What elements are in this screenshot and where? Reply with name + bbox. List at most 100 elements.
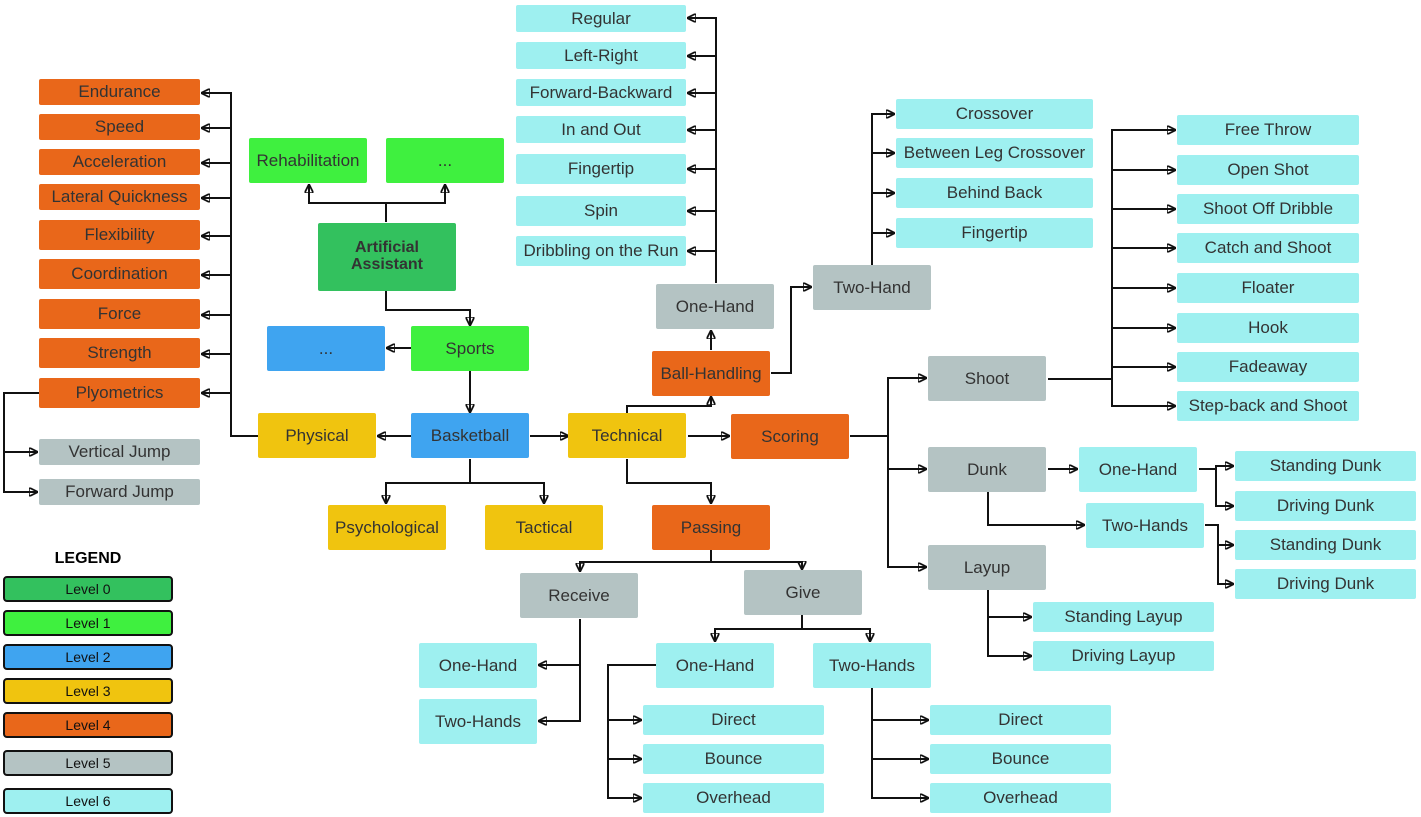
node-catch-and-shoot: Catch and Shoot — [1177, 233, 1359, 263]
edge — [3, 452, 37, 492]
node-two-hands-give: Two-Hands — [813, 643, 931, 688]
legend-level-3: Level 3 — [3, 678, 173, 704]
node-direct-one-hand: Direct — [643, 705, 824, 735]
node-hook: Hook — [1177, 313, 1359, 343]
node-vertical-jump: Vertical Jump — [39, 439, 200, 465]
node-one-hand-ball-handling: One-Hand — [656, 284, 774, 329]
node-layup: Layup — [928, 545, 1046, 590]
node-receive: Receive — [520, 573, 638, 618]
node-fadeaway: Fadeaway — [1177, 352, 1359, 382]
edge — [1215, 466, 1233, 506]
edge — [1111, 379, 1175, 406]
node-lateral-quickness: Lateral Quickness — [39, 184, 200, 210]
node-forward-backward: Forward-Backward — [516, 79, 686, 106]
edge — [802, 628, 870, 641]
node-flexibility: Flexibility — [39, 220, 200, 250]
node-standing-dunk-one-hand: Standing Dunk — [1235, 451, 1416, 481]
node-driving-layup: Driving Layup — [1033, 641, 1214, 671]
node-artificial-assistant: Artificial Assistant — [318, 223, 456, 291]
edge — [386, 459, 471, 503]
edge — [771, 287, 811, 374]
node-free-throw: Free Throw — [1177, 115, 1359, 145]
edge — [987, 590, 1031, 617]
edge — [887, 436, 926, 469]
node-ball-handling: Ball-Handling — [652, 351, 770, 396]
node-floater: Floater — [1177, 273, 1359, 303]
node-give: Give — [744, 570, 862, 615]
edge — [626, 397, 711, 413]
node-tactical: Tactical — [485, 505, 603, 550]
node-standing-layup: Standing Layup — [1033, 602, 1214, 632]
node-shoot: Shoot — [928, 356, 1046, 401]
node-driving-dunk-one-hand: Driving Dunk — [1235, 491, 1416, 521]
edge — [715, 615, 803, 641]
edge — [711, 562, 802, 569]
node-two-hand-ball-handling: Two-Hand — [813, 265, 931, 310]
edge — [470, 482, 544, 503]
node-between-leg-crossover: Between Leg Crossover — [896, 138, 1093, 168]
edge — [539, 665, 581, 721]
legend-level-4: Level 4 — [3, 712, 173, 738]
node-dunk: Dunk — [928, 447, 1046, 492]
edge — [871, 720, 928, 759]
node-overhead-two-hands: Overhead — [930, 783, 1111, 813]
node-two-hands-receive: Two-Hands — [419, 699, 537, 744]
edge — [987, 617, 1031, 656]
node-one-hand-receive: One-Hand — [419, 643, 537, 688]
edge — [385, 291, 470, 325]
node-one-hand-give: One-Hand — [656, 643, 774, 688]
legend-title: LEGEND — [54, 550, 122, 567]
node-regular: Regular — [516, 5, 686, 32]
node-behind-back: Behind Back — [896, 178, 1093, 208]
node-left-right: Left-Right — [516, 42, 686, 69]
edge — [539, 619, 581, 665]
node-bounce-two-hands: Bounce — [930, 744, 1111, 774]
node-rehabilitation: Rehabilitation — [249, 138, 367, 183]
node-psychological: Psychological — [328, 505, 446, 550]
node-passing: Passing — [652, 505, 770, 550]
node-fingertip-one-hand: Fingertip — [516, 154, 686, 184]
node-direct-two-hands: Direct — [930, 705, 1111, 735]
node-two-hands-dunk: Two-Hands — [1086, 503, 1204, 548]
edge — [309, 185, 387, 222]
node-driving-dunk-two-hands: Driving Dunk — [1235, 569, 1416, 599]
edge — [3, 392, 39, 452]
node-coordination: Coordination — [39, 259, 200, 289]
edge — [580, 550, 712, 571]
node-overhead-one-hand: Overhead — [643, 783, 824, 813]
edge — [626, 459, 711, 503]
edge — [1205, 524, 1233, 545]
node-standing-dunk-two-hands: Standing Dunk — [1235, 530, 1416, 560]
node-physical: Physical — [258, 413, 376, 458]
node-strength: Strength — [39, 338, 200, 368]
edge — [607, 720, 641, 759]
node-open-shot: Open Shot — [1177, 155, 1359, 185]
node-forward-jump: Forward Jump — [39, 479, 200, 505]
legend-level-5: Level 5 — [3, 750, 173, 776]
node-spin: Spin — [516, 196, 686, 226]
node-dribbling-on-the-run: Dribbling on the Run — [516, 236, 686, 266]
legend-level-6: Level 6 — [3, 788, 173, 814]
legend-level-2: Level 2 — [3, 644, 173, 670]
node-shoot-off-dribble: Shoot Off Dribble — [1177, 194, 1359, 224]
node-speed: Speed — [39, 114, 200, 140]
node-fingertip-two-hand: Fingertip — [896, 218, 1093, 248]
edge — [607, 759, 641, 798]
edge — [688, 18, 717, 283]
node-sports: Sports — [411, 326, 529, 371]
node-basketball: Basketball — [411, 413, 529, 458]
edge — [871, 114, 894, 265]
node-ellipsis-level1: ... — [386, 138, 504, 183]
node-technical: Technical — [568, 413, 686, 458]
edge — [1217, 545, 1233, 584]
node-one-hand-dunk: One-Hand — [1079, 447, 1197, 492]
edge — [386, 185, 445, 204]
node-plyometrics: Plyometrics — [39, 378, 200, 408]
edge — [887, 469, 926, 567]
legend-level-1: Level 1 — [3, 610, 173, 636]
node-crossover: Crossover — [896, 99, 1093, 129]
node-acceleration: Acceleration — [39, 149, 200, 175]
node-step-back-and-shoot: Step-back and Shoot — [1177, 391, 1359, 421]
edge — [987, 492, 1084, 525]
edge — [850, 378, 926, 437]
